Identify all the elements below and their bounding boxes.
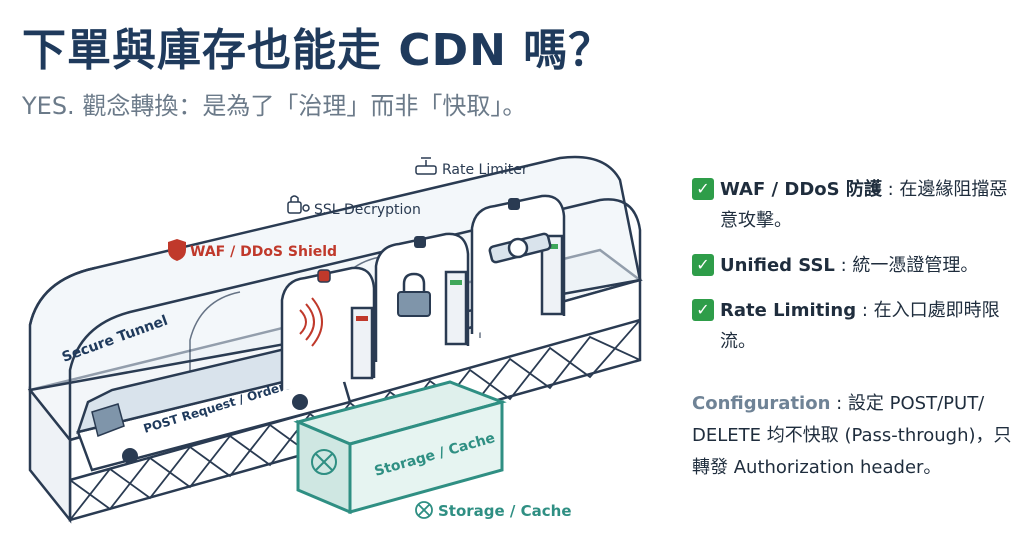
feature-list: ✓ WAF / DDoS 防護 : 在邊緣阻擋惡意攻擊。 ✓ Unified S… (692, 174, 1012, 371)
waf-shield-callout: WAF / DDoS Shield (168, 239, 337, 261)
rate-limiter-label: Rate Limiter (442, 162, 528, 178)
feature-desc: : 在入口處即時限流。 (720, 300, 1000, 352)
waf-gate (280, 266, 376, 390)
request-train (76, 334, 352, 472)
storage-cache-icon (415, 501, 433, 519)
ssl-beacon (414, 236, 426, 248)
checkmark-icon: ✓ (692, 254, 714, 276)
checkmark-icon: ✓ (692, 299, 714, 321)
feature-name: Rate Limiting (720, 300, 857, 321)
feature-item-rate-limit: ✓ Rate Limiting : 在入口處即時限流。 (692, 295, 1012, 357)
configuration-label: Configuration (692, 393, 831, 414)
feature-name: WAF / DDoS 防護 (720, 179, 882, 200)
cdn-tunnel-diagram: POST Request / Orders (27, 155, 643, 524)
valve-icon (415, 157, 437, 175)
feature-name: Unified SSL (720, 255, 835, 276)
page-title: 下單與庫存也能走 CDN 嗎？ (22, 25, 614, 76)
waf-waves (299, 297, 323, 347)
storage-cache-label: Storage / Cache (438, 502, 572, 520)
configuration-text: : 設定 POST/PUT/ DELETE 均不快取 (Pass-through… (692, 393, 1012, 478)
key-lock-icon (287, 195, 310, 214)
page-subtitle: YES. 觀念轉換：是為了「治理」而非「快取」。 (22, 92, 527, 120)
feature-desc: : 在邊緣阻擋惡意攻擊。 (720, 179, 1008, 231)
feature-desc: : 統一憑證管理。 (834, 255, 979, 276)
rate-limiter-callout: Rate Limiter (415, 157, 528, 178)
waf-shield-label: WAF / DDoS Shield (190, 244, 337, 260)
feature-item-waf: ✓ WAF / DDoS 防護 : 在邊緣阻擋惡意攻擊。 (692, 174, 1012, 236)
alarm-light-icon (317, 269, 331, 283)
rate-beacon (508, 198, 520, 210)
ssl-decryption-callout: SSL Decryption (287, 195, 421, 218)
storage-cache-callout: Storage / Cache (415, 501, 572, 520)
checkmark-icon: ✓ (692, 178, 714, 200)
padlock-icon (397, 272, 431, 317)
configuration-note: Configuration : 設定 POST/PUT/ DELETE 均不快取… (692, 388, 1022, 484)
shield-icon (168, 239, 186, 261)
valve-pipe (488, 232, 552, 264)
rate-limit-gate (470, 194, 566, 334)
feature-item-ssl: ✓ Unified SSL : 統一憑證管理。 (692, 250, 1012, 281)
storage-box (293, 380, 507, 515)
ssl-decryption-label: SSL Decryption (314, 202, 421, 218)
storage-cache-icon (311, 449, 337, 475)
